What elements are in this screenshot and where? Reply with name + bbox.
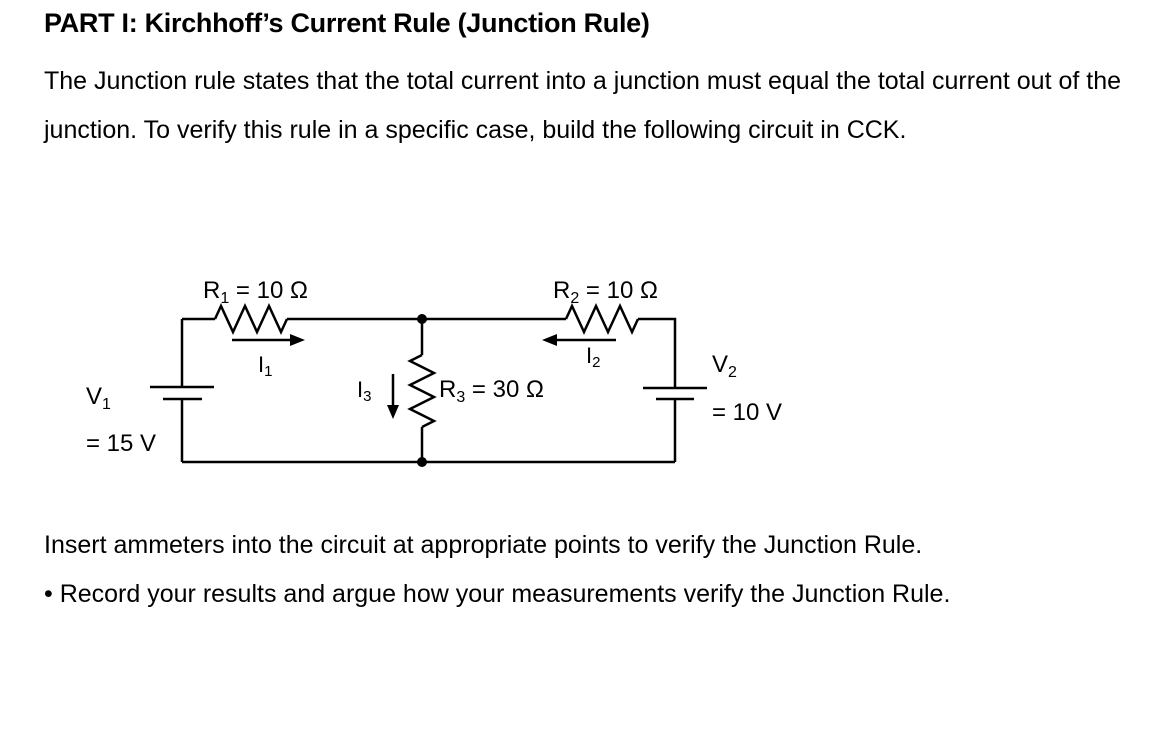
intro-paragraph: The Junction rule states that the total … <box>44 67 1122 144</box>
label-v2-symbol: V2 <box>712 351 737 381</box>
junction-bottom-dot <box>417 457 427 467</box>
label-i1: I1 <box>258 352 272 380</box>
resistor-r3 <box>407 353 437 429</box>
label-v2-value: = 10 V <box>712 399 782 426</box>
page-heading: PART I: Kirchhoff’s Current Rule (Juncti… <box>44 8 650 38</box>
label-r2: R2 = 10 Ω <box>553 277 658 307</box>
current-arrow-i2 <box>542 334 616 346</box>
label-i3: I3 <box>357 377 371 405</box>
wire-top-right <box>638 317 677 388</box>
label-r1: R1 = 10 Ω <box>203 277 308 307</box>
label-v1-value: = 15 V <box>86 430 156 457</box>
current-arrow-i3 <box>387 374 399 419</box>
bullet-item: • Record your results and argue how your… <box>44 579 951 608</box>
resistor-r2 <box>564 303 640 335</box>
junction-top-dot <box>417 314 427 324</box>
label-r3: R3 = 30 Ω <box>439 376 544 406</box>
instruction-text: Insert ammeters into the circuit at appr… <box>44 531 923 559</box>
resistor-r1 <box>213 303 289 335</box>
label-i2: I2 <box>586 343 600 371</box>
instructions-block: Insert ammeters into the circuit at appr… <box>44 521 1144 618</box>
current-arrow-i1 <box>232 334 305 346</box>
label-v1-symbol: V1 <box>86 383 111 413</box>
